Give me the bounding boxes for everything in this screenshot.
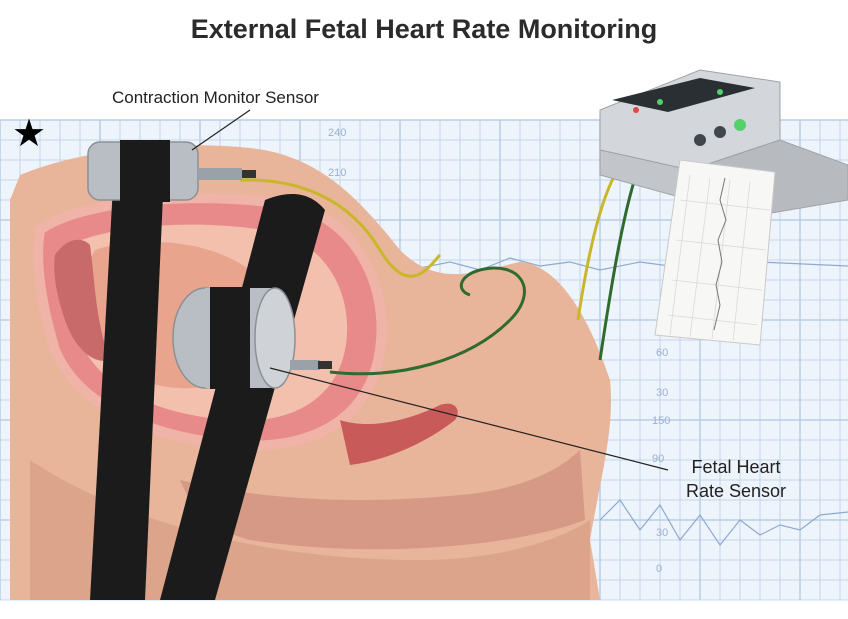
star-icon: ★ (12, 113, 46, 153)
scale-tick: 240 (328, 127, 346, 139)
fetal-hr-sensor-label: Fetal Heart Rate Sensor (646, 455, 826, 503)
fetal-hr-label-line1: Fetal Heart (646, 455, 826, 479)
contraction-sensor-label: Contraction Monitor Sensor (112, 88, 319, 108)
scale-tick: 30 (656, 527, 668, 539)
scale-tick: 150 (652, 415, 670, 427)
fetal-hr-label-line2: Rate Sensor (646, 479, 826, 503)
scale-tick: 30 (656, 387, 668, 399)
page-title: External Fetal Heart Rate Monitoring (0, 14, 848, 45)
scale-tick: 0 (656, 563, 662, 575)
scale-tick: 60 (656, 347, 668, 359)
scale-tick: 210 (328, 167, 346, 179)
